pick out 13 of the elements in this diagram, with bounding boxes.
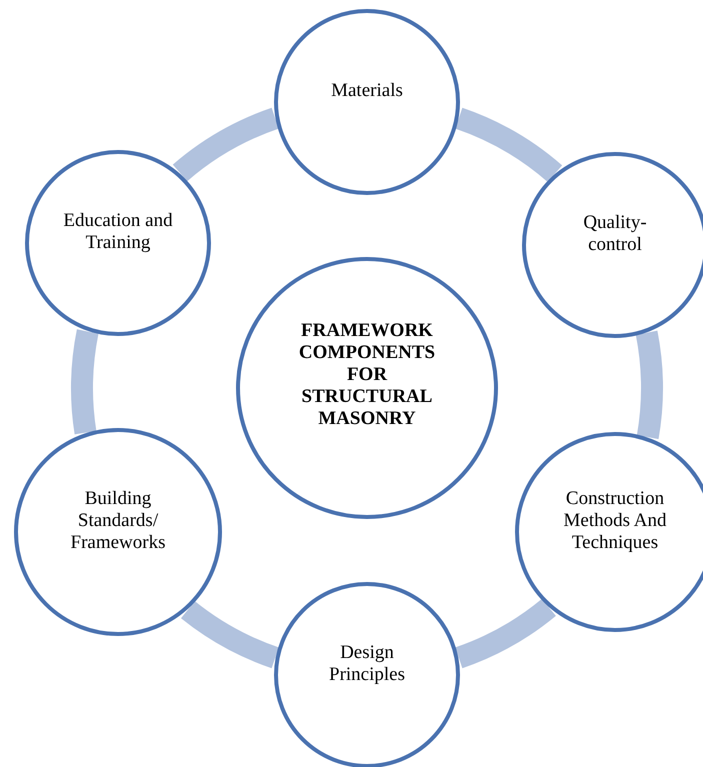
node-label: Building Standards/ Frameworks: [70, 488, 166, 554]
node-label: Design Principles: [328, 642, 406, 686]
node-label: Construction Methods And Techniques: [562, 488, 668, 554]
ring-connector: [454, 598, 556, 668]
ring-connector: [636, 331, 663, 439]
node-label: Materials: [330, 80, 404, 102]
center-title: FRAMEWORK COMPONENTS FOR STRUCTURAL MASONRY: [298, 320, 436, 430]
node-label: Education and Training: [62, 210, 174, 254]
ring-connector: [181, 600, 280, 668]
ring-connector: [454, 108, 562, 182]
ring-connector: [71, 330, 99, 434]
node-label: Quality- control: [582, 212, 648, 256]
ring-connector: [173, 108, 280, 182]
